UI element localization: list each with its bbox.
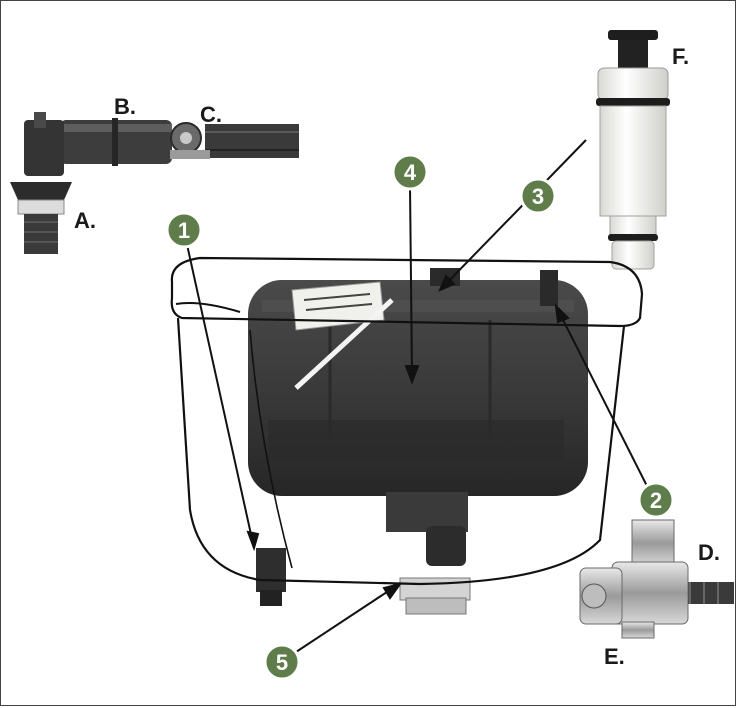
tank-supply-stub [256,548,286,592]
callout-number: 2 [650,488,662,513]
label-part-d: D. [698,540,720,565]
supply-hose [205,124,299,158]
white-washer [17,199,65,215]
label-part-e: E. [604,644,625,669]
callout-number: 5 [276,650,288,675]
label-part-c: C. [200,102,222,127]
callout-number: 4 [404,160,417,185]
handle-rod [294,298,394,390]
arrow-5 [295,585,397,653]
label-part-b: B. [114,94,136,119]
callout-arrows [185,139,649,653]
callout-3: 3 [519,177,557,215]
callout-2: 2 [637,481,675,519]
arrow-3 [439,139,587,291]
callout-4: 4 [391,153,429,191]
o-ring-bottom [608,234,658,241]
arrow-4 [409,185,413,377]
arrow-1 [185,239,255,549]
label-part-f: F. [672,44,689,69]
callout-1: 1 [165,211,203,249]
valve-nut [631,519,675,567]
o-ring-top [596,98,670,106]
tank-body-outline [176,317,626,586]
supply-valve-assembly [10,112,299,254]
arrow-2 [555,305,649,489]
shutoff-valve [579,519,734,639]
callout-number: 1 [178,218,190,243]
valve-block [611,561,689,625]
label-part-a: A. [74,208,96,233]
flush-cartridge [596,30,670,270]
elbow-fitting [24,120,64,176]
flush-valve-coupling [426,526,466,566]
threaded-shank [24,214,58,254]
cartridge-cap [618,40,648,70]
callout-5: 5 [263,643,301,681]
callout-number: 3 [532,184,544,209]
toilet-tank [170,256,644,615]
cartridge-body [599,105,667,217]
tank-rim-outline [170,256,644,328]
